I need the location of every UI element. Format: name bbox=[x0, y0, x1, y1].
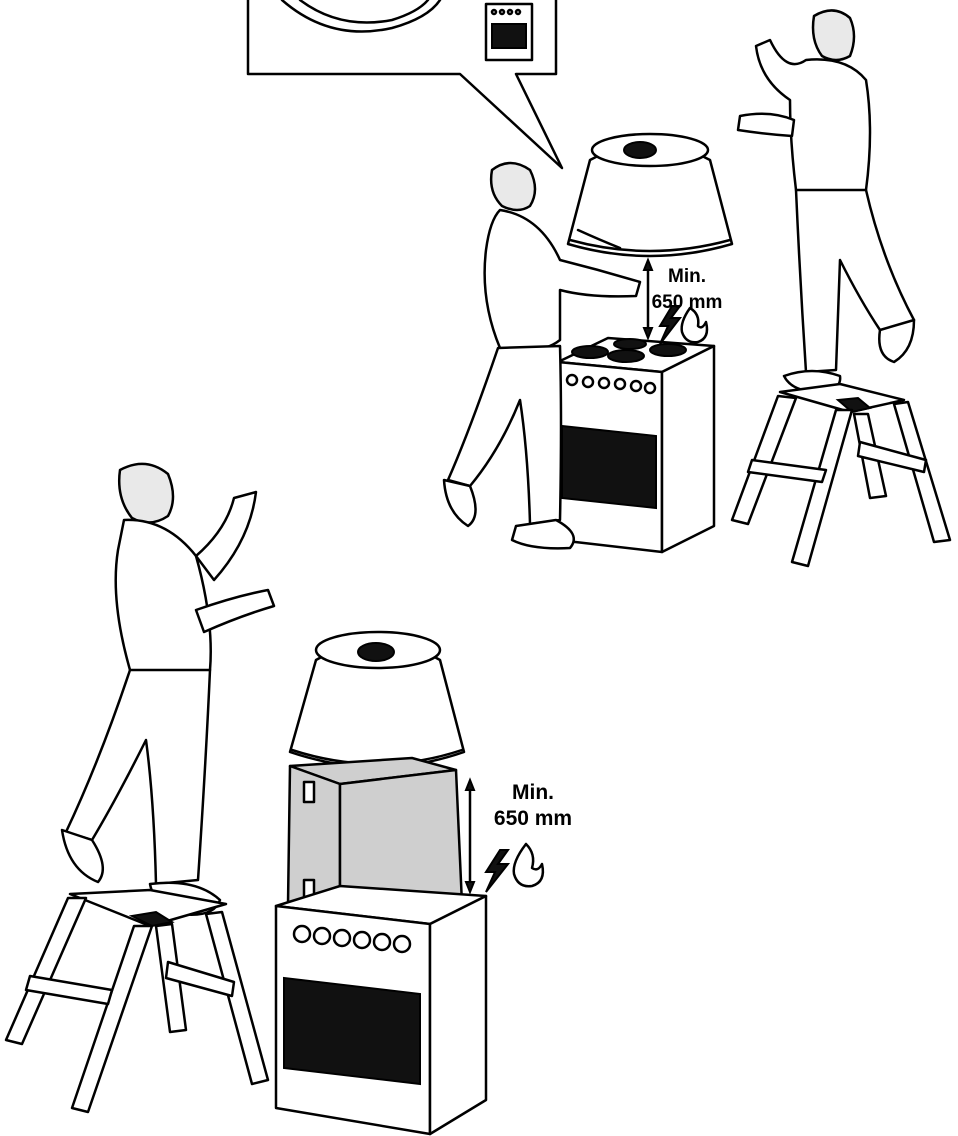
stove-bottom bbox=[276, 886, 486, 1134]
hood-bottom bbox=[290, 632, 464, 767]
detail-callout bbox=[248, 0, 562, 168]
callout-stove-icon bbox=[486, 4, 532, 60]
man-on-ladder-bottom bbox=[62, 464, 274, 915]
clearance-label-top: Min. 650 mm bbox=[622, 264, 752, 316]
clearance-label-bottom: Min. 650 mm bbox=[468, 780, 598, 832]
flame-icon bbox=[514, 844, 543, 886]
clearance-label-top-line2: 650 mm bbox=[622, 290, 752, 316]
clearance-label-top-line1: Min. bbox=[622, 264, 752, 290]
stove-top bbox=[558, 338, 714, 552]
stepladder-bottom bbox=[6, 890, 268, 1112]
clearance-label-bottom-line2: 650 mm bbox=[468, 806, 598, 832]
man-on-ladder-top bbox=[738, 10, 914, 392]
electric-bolt-icon bbox=[486, 850, 508, 892]
stepladder-top bbox=[732, 384, 950, 566]
clearance-label-bottom-line1: Min. bbox=[468, 780, 598, 806]
